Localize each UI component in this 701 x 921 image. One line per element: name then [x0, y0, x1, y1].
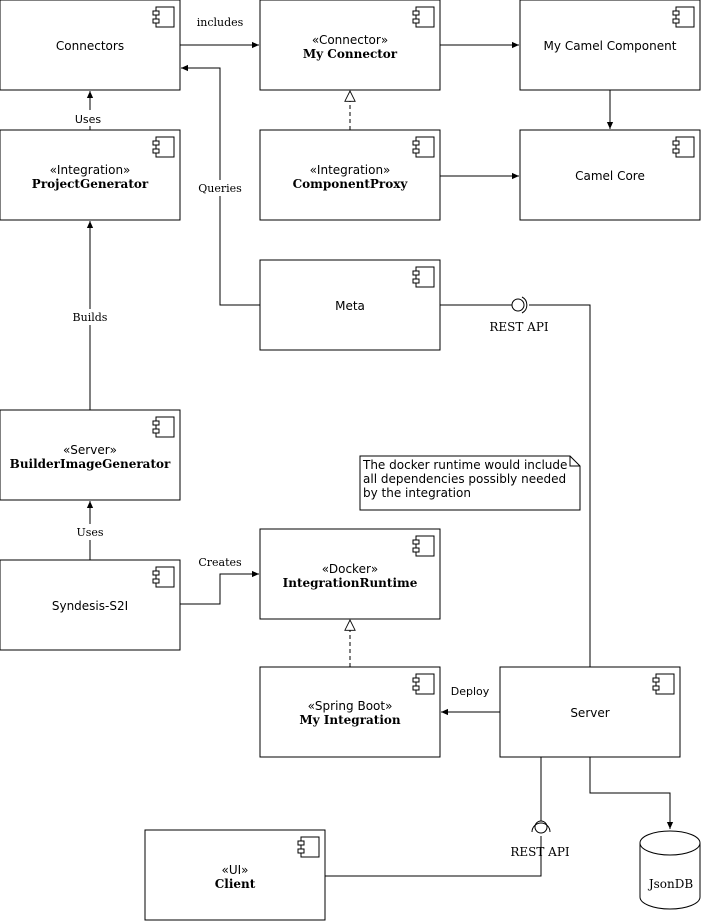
component-connectors-name: Connectors: [56, 39, 124, 53]
rest-api-server-label: REST API: [510, 845, 570, 859]
component-icon: [652, 673, 675, 695]
component-connectors[interactable]: Connectors: [0, 0, 181, 91]
component-client[interactable]: «UI» Client: [144, 829, 326, 921]
database-jsondb[interactable]: JsonDB: [639, 830, 701, 910]
component-camel-core[interactable]: Camel Core: [519, 129, 701, 221]
edge-server-rest-socket: [529, 304, 591, 667]
edge-server-to-jsondb: [589, 757, 674, 829]
component-client-name: Client: [215, 877, 256, 891]
database-jsondb-top: [639, 830, 701, 856]
component-server-name: Server: [570, 706, 609, 720]
component-syndesis-s2i-name: Syndesis-S2I: [52, 599, 128, 613]
component-my-integration-name: My Integration: [299, 713, 401, 727]
component-project-generator-stereotype: «Integration»: [50, 163, 131, 177]
component-project-generator-name: ProjectGenerator: [32, 177, 149, 191]
rest-api-meta-socket-icon: [521, 296, 528, 314]
component-my-integration-stereotype: «Spring Boot»: [308, 699, 393, 713]
component-component-proxy-stereotype: «Integration»: [310, 163, 391, 177]
component-icon: [672, 6, 695, 28]
component-integration-runtime-name: IntegrationRuntime: [283, 576, 418, 590]
database-jsondb-name: JsonDB: [647, 877, 694, 891]
component-integration-runtime-stereotype: «Docker»: [322, 562, 379, 576]
edge-label-builds: Builds: [73, 311, 108, 324]
edge-label-uses-bottom: Uses: [76, 526, 103, 539]
component-client-stereotype: «UI»: [221, 863, 248, 877]
component-builder-image-generator-stereotype: «Server»: [63, 443, 117, 457]
component-meta-name: Meta: [335, 299, 365, 313]
note-line-1: The docker runtime would include: [362, 458, 567, 472]
component-icon: [412, 6, 435, 28]
edge-label-uses-top: Uses: [75, 113, 102, 126]
component-my-integration[interactable]: «Spring Boot» My Integration: [259, 666, 441, 758]
component-meta[interactable]: Meta: [259, 259, 441, 351]
component-icon: [412, 266, 435, 288]
component-syndesis-s2i[interactable]: Syndesis-S2I: [0, 559, 181, 651]
component-icon: [412, 535, 435, 557]
component-integration-runtime[interactable]: «Docker» IntegrationRuntime: [259, 528, 441, 620]
component-builder-image-generator[interactable]: «Server» BuilderImageGenerator: [0, 409, 181, 501]
component-icon: [152, 566, 175, 588]
component-my-camel-component-name: My Camel Component: [544, 39, 677, 53]
component-server[interactable]: Server: [499, 666, 681, 758]
component-my-connector-stereotype: «Connector»: [312, 33, 388, 47]
edge-label-deploy: Deploy: [451, 685, 490, 698]
edge-creates: [180, 570, 259, 605]
note-line-2: all dependencies possibly needed: [363, 472, 566, 486]
component-icon: [672, 136, 695, 158]
note-line-3: by the integration: [363, 486, 471, 500]
edge-label-includes: includes: [197, 16, 244, 29]
component-builder-image-generator-name: BuilderImageGenerator: [10, 457, 171, 471]
rest-api-server-socket-icon: [531, 822, 551, 833]
component-icon: [152, 136, 175, 158]
component-icon: [152, 416, 175, 438]
component-component-proxy[interactable]: «Integration» ComponentProxy: [259, 129, 441, 221]
edge-client-rest-socket: [325, 836, 542, 877]
component-component-proxy-name: ComponentProxy: [293, 177, 409, 191]
note: The docker runtime would include all dep…: [359, 455, 581, 511]
component-project-generator[interactable]: «Integration» ProjectGenerator: [0, 129, 181, 221]
component-camel-core-name: Camel Core: [575, 169, 645, 183]
component-icon: [412, 136, 435, 158]
component-my-connector[interactable]: «Connector» My Connector: [259, 0, 441, 91]
edge-label-queries: Queries: [198, 182, 242, 195]
component-icon: [297, 836, 320, 858]
rest-api-meta-label: REST API: [489, 320, 549, 334]
edge-label-creates: Creates: [198, 556, 242, 569]
rest-api-meta-provided-icon: [511, 298, 525, 312]
component-icon: [412, 673, 435, 695]
component-my-connector-name: My Connector: [303, 47, 398, 61]
component-my-camel-component[interactable]: My Camel Component: [519, 0, 701, 91]
component-icon: [152, 6, 175, 28]
